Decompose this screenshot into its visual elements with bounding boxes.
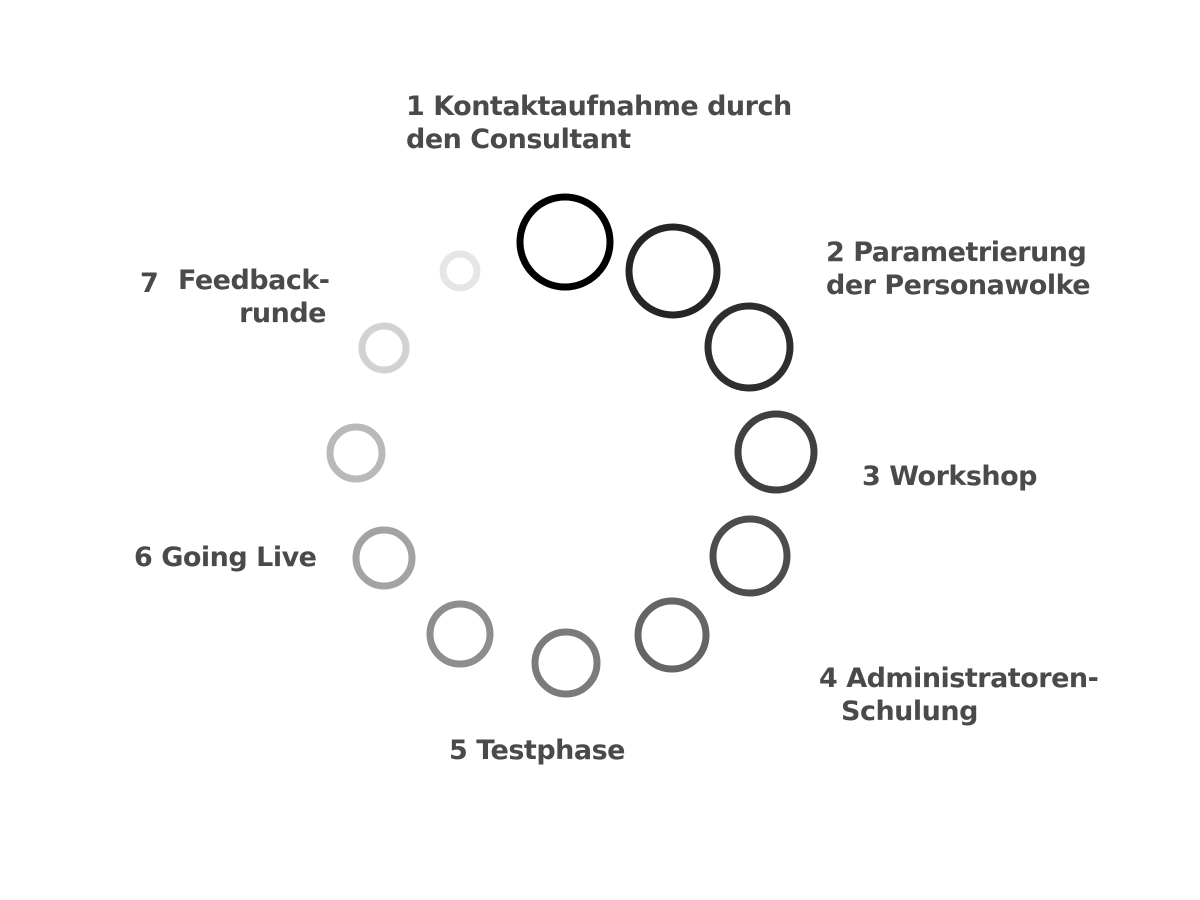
step-title: Feedback- — [178, 265, 330, 296]
ring-circle-8 — [426, 600, 494, 668]
step-title: Kontaktaufnahme durch — [433, 91, 792, 122]
step-5-label: 5 Testphase — [449, 734, 625, 767]
step-title: Going Live — [161, 542, 317, 573]
step-number: 4 — [819, 663, 838, 694]
ring-circle-11 — [358, 322, 410, 374]
ring-circle-4 — [734, 410, 818, 494]
step-title-line-2: Schulung — [841, 696, 978, 727]
step-4-label: 4 Administratoren- Schulung — [819, 662, 1099, 728]
step-number: 3 — [862, 461, 881, 492]
step-title: Administratoren- — [846, 663, 1099, 694]
step-6-label: 6 Going Live — [134, 541, 317, 574]
step-2-label: 2 Parametrierung der Personawolke — [826, 236, 1091, 302]
step-number: 5 — [449, 735, 468, 766]
step-title-line-2: runde — [239, 298, 326, 329]
step-3-label: 3 Workshop — [862, 460, 1038, 493]
ring-circle-3 — [704, 302, 794, 392]
step-number: 2 — [826, 237, 845, 268]
step-title: Workshop — [889, 461, 1038, 492]
ring-circle-5 — [709, 515, 791, 597]
ring-circle-10 — [326, 423, 386, 483]
step-title-line-2: den Consultant — [406, 124, 631, 155]
step-title-line-2: der Personawolke — [826, 270, 1091, 301]
ring-circle-2 — [625, 223, 721, 319]
step-number: 7 — [140, 268, 159, 299]
step-number: 6 — [134, 542, 153, 573]
ring-circle-6 — [634, 597, 710, 673]
ring-circle-1 — [516, 193, 614, 291]
ring-circle-12 — [439, 250, 481, 292]
ring-circle-9 — [352, 526, 416, 590]
step-number: 1 — [406, 91, 425, 122]
step-1-label: 1 Kontaktaufnahme durch den Consultant — [406, 90, 792, 156]
step-title: Parametrierung — [853, 237, 1087, 268]
step-title: Testphase — [476, 735, 625, 766]
ring-circle-7 — [531, 628, 601, 698]
